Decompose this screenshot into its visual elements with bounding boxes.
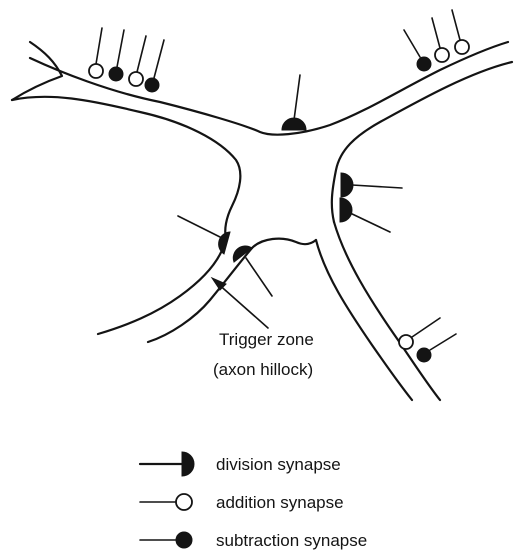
legend-label-subtraction: subtraction synapse <box>216 531 367 550</box>
division-synapse-right-lower <box>340 198 390 232</box>
legend-item-subtraction: subtraction synapse <box>140 531 367 550</box>
division-synapse-symbol <box>182 452 194 476</box>
axon-outer <box>98 238 226 334</box>
subtraction-synapse <box>145 78 159 92</box>
subtraction-synapse-symbol <box>176 532 192 548</box>
annotation-line-1: Trigger zone <box>219 330 314 349</box>
division-synapse-top <box>282 75 306 130</box>
dendrite-right-lower-outline <box>332 62 512 222</box>
annotation-line-2: (axon hillock) <box>213 360 313 379</box>
axon-inner <box>148 248 252 342</box>
legend-item-division: division synapse <box>140 452 341 476</box>
subtraction-synapse <box>417 348 431 362</box>
addition-synapse <box>129 72 143 86</box>
legend-item-addition: addition synapse <box>140 493 344 512</box>
addition-synapse <box>399 335 413 349</box>
division-synapse-left <box>178 216 230 254</box>
legend-label-addition: addition synapse <box>216 493 344 512</box>
dendrite-lower-right-inner <box>316 240 412 400</box>
soma-bottom-outline <box>252 239 316 248</box>
addition-synapse <box>435 48 449 62</box>
legend-label-division: division synapse <box>216 455 341 474</box>
dendrite-left-branch <box>12 42 62 100</box>
dendrite-left-lower-outline <box>12 97 240 238</box>
division-synapse-right-upper <box>341 173 402 197</box>
subtraction-synapse <box>109 67 123 81</box>
division-synapse-hillock <box>233 246 272 296</box>
trigger-zone-annotation: Trigger zone (axon hillock) <box>212 278 314 379</box>
subtraction-synapse <box>417 57 431 71</box>
annotation-pointer-line <box>216 282 268 328</box>
synapse-cluster-left <box>89 28 164 92</box>
addition-synapse-symbol <box>176 494 192 510</box>
addition-synapse <box>89 64 103 78</box>
legend: division synapse addition synapse subtra… <box>140 452 367 550</box>
addition-synapse <box>455 40 469 54</box>
